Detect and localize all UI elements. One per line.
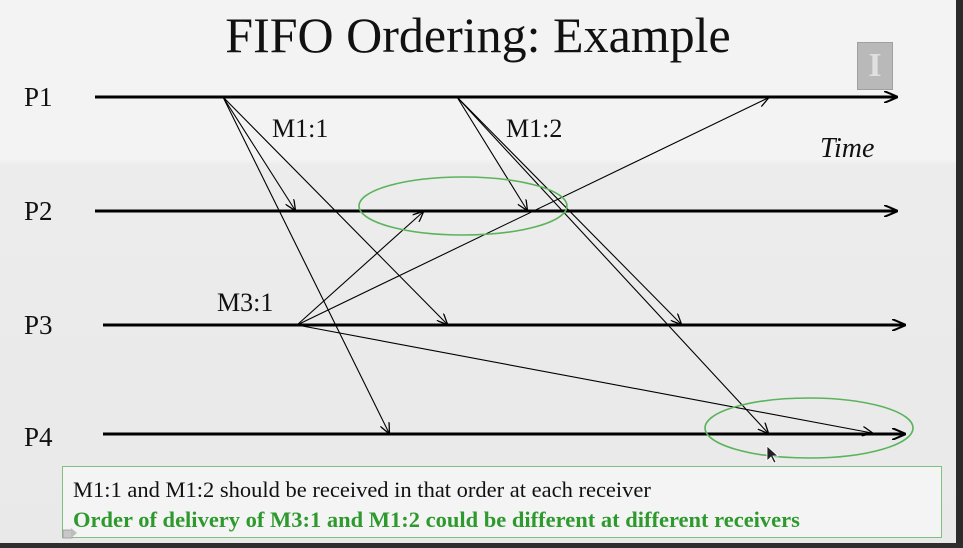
process-label-p3: P3 [24, 310, 53, 340]
window-right-edge [956, 0, 963, 548]
m3-1-to-p2 [296, 212, 423, 326]
process-label-p2: P2 [24, 196, 53, 226]
m3-1-to-p4 [296, 324, 872, 433]
timelines [95, 97, 905, 434]
message-label-m1-1: M1:1 [272, 114, 329, 143]
note-line-1: M1:1 and M1:2 should be received in that… [73, 477, 651, 502]
process-label-p4: P4 [24, 422, 53, 452]
note-line-2: Order of delivery of M3:1 and M1:2 could… [73, 507, 800, 532]
m1-1-to-p3 [222, 96, 447, 324]
pointer-cursor-icon [766, 445, 780, 464]
m1-2-to-p2 [456, 96, 527, 210]
m1-1-to-p2 [222, 96, 295, 210]
m1-2-to-p4 [456, 96, 768, 433]
message-label-m3-1: M3:1 [217, 288, 274, 317]
slide-nav-icon[interactable] [62, 526, 78, 540]
messages-m1-1 [222, 96, 447, 433]
highlight-ellipse-p4 [704, 397, 914, 459]
message-label-m1-2: M1:2 [506, 114, 563, 143]
m1-2-to-p3 [456, 96, 681, 324]
university-logo-icon: I [857, 42, 893, 90]
highlight-ellipse-p2 [358, 176, 568, 236]
process-label-p1: P1 [24, 82, 53, 112]
window-bottom-edge [0, 543, 963, 548]
m1-1-to-p4 [222, 96, 389, 433]
m3-1-to-p1 [296, 98, 768, 326]
note-box: M1:1 and M1:2 should be received in that… [62, 466, 942, 538]
messages-m1-2 [456, 96, 768, 433]
time-axis-label: Time [820, 133, 875, 164]
slide-title: FIFO Ordering: Example [225, 7, 731, 63]
messages-m3-1 [296, 98, 872, 433]
